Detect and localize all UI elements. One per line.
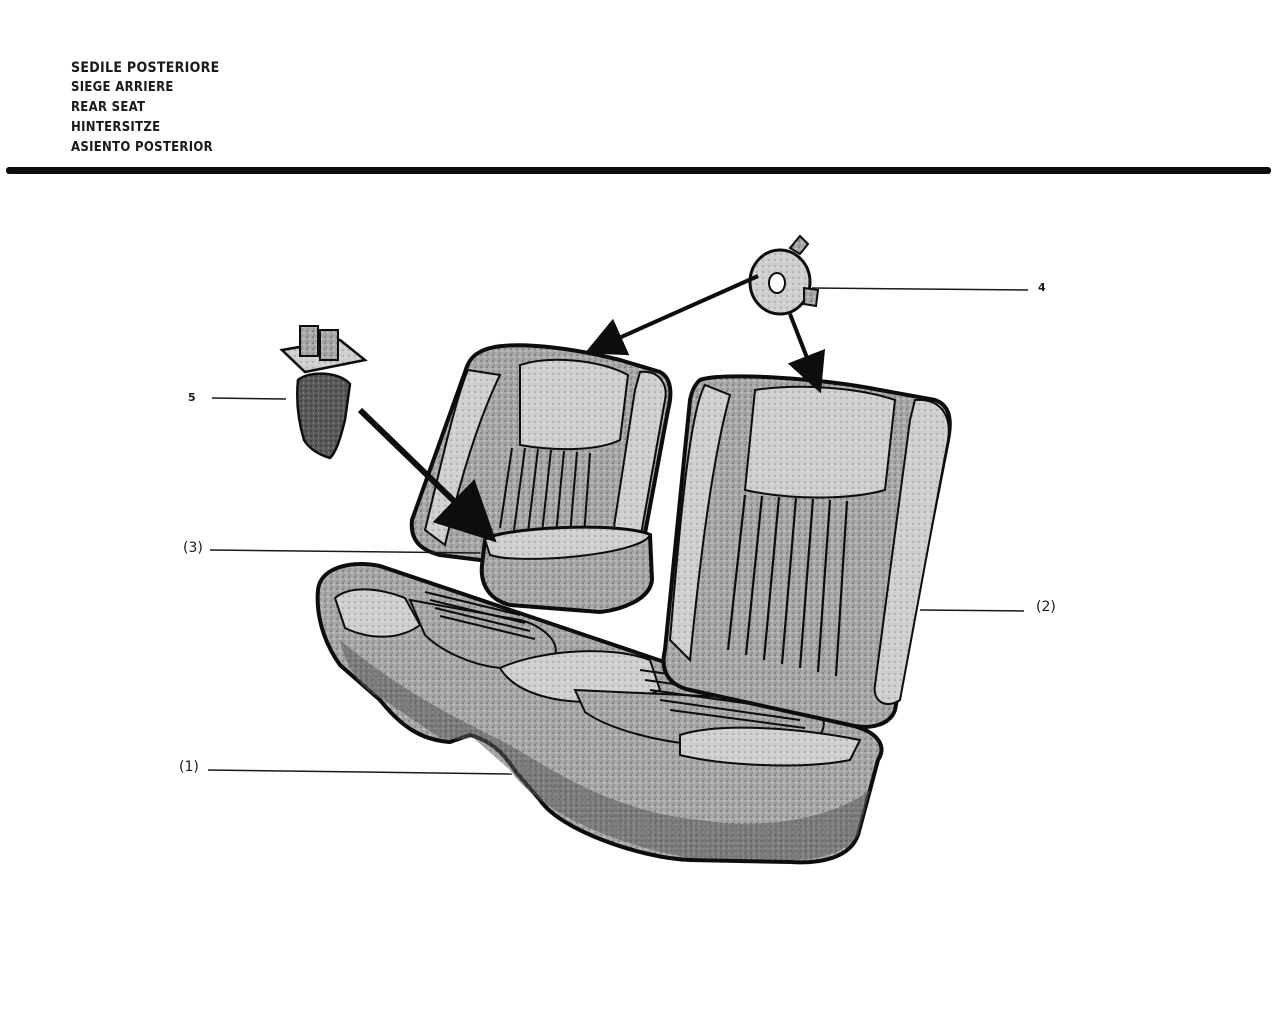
cushion-right-pad xyxy=(679,726,862,767)
backrest-right-right-bolster xyxy=(873,398,950,705)
arrow-grommet-right xyxy=(787,313,826,394)
callout-label-cushion: (1) xyxy=(179,759,199,775)
grommet-part xyxy=(748,234,820,316)
pointer-arrows xyxy=(357,274,826,543)
title-french: SIEGE ARRIERE xyxy=(71,80,174,95)
backrest-right-head-panel xyxy=(743,385,897,499)
backrest-left-pleats xyxy=(499,447,591,537)
seat-cushion xyxy=(315,562,884,865)
grommet-tab-side xyxy=(803,286,820,308)
armrest xyxy=(479,525,655,615)
leader-clip xyxy=(211,397,287,400)
arrow-grommet-left xyxy=(584,274,759,356)
backrest-right-left-bolster xyxy=(668,383,732,663)
grommet-hole xyxy=(768,272,786,294)
callout-label-clip: 5 xyxy=(188,391,196,404)
leader-backrest xyxy=(919,609,1025,612)
leader-lines xyxy=(207,287,1029,775)
backrest-right xyxy=(661,374,952,729)
title-block: SEDILE POSTERIORE SIEGE ARRIERE REAR SEA… xyxy=(71,58,220,158)
cushion-skirt xyxy=(340,640,870,860)
clip-part xyxy=(279,325,368,460)
callout-label-grommet: 4 xyxy=(1038,281,1046,294)
leader-grommet xyxy=(811,287,1029,291)
leader-armrest xyxy=(209,549,481,554)
title-spanish: ASIENTO POSTERIOR xyxy=(71,140,213,155)
cushion-left-pleats xyxy=(424,591,536,640)
grommet-tab-top xyxy=(788,234,810,256)
header-rule xyxy=(6,167,1271,174)
backrest-left-head-panel xyxy=(519,358,630,451)
armrest-top xyxy=(483,526,652,560)
clip-prong-left xyxy=(299,325,319,357)
clip-prong-right xyxy=(319,329,339,361)
callout-label-backrest: (2) xyxy=(1036,599,1056,615)
clip-stem xyxy=(296,372,352,460)
title-german: HINTERSITZE xyxy=(71,120,161,135)
arrow-clip xyxy=(357,407,497,543)
backrest-right-pleats xyxy=(726,494,849,677)
title-italian: SEDILE POSTERIORE xyxy=(71,60,220,76)
callout-label-armrest: (3) xyxy=(183,540,203,556)
title-english: REAR SEAT xyxy=(71,100,146,115)
leader-cushion xyxy=(207,769,513,775)
